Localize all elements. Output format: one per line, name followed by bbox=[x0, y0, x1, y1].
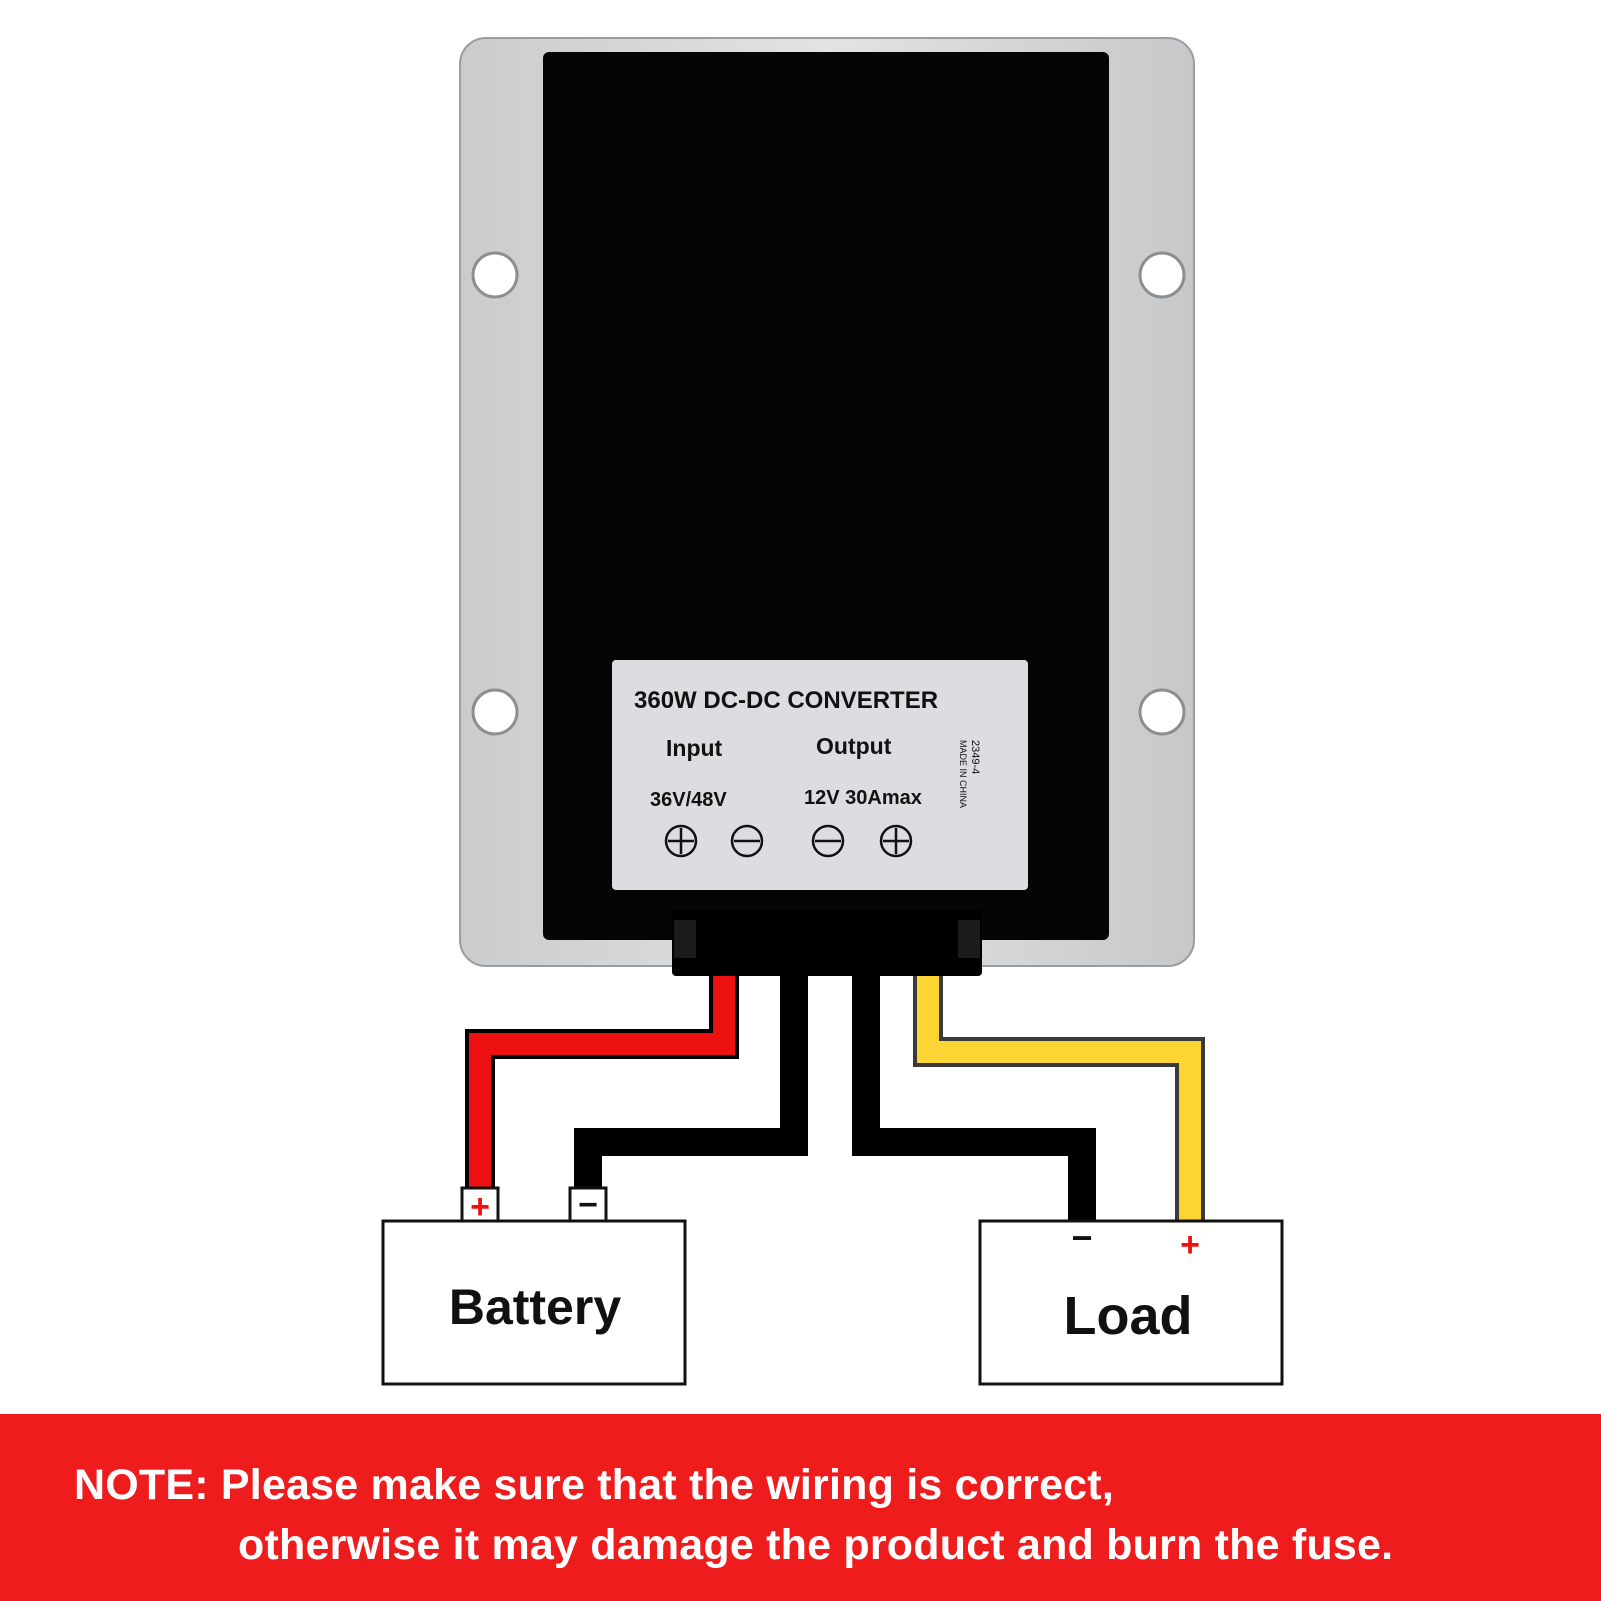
label-plate bbox=[612, 660, 1028, 890]
battery-minus-sign: − bbox=[578, 1186, 598, 1224]
black-wire-input bbox=[574, 976, 808, 1190]
battery-box bbox=[381, 1219, 687, 1386]
yellow-wire bbox=[917, 976, 1201, 1222]
load-plus-sign: + bbox=[1180, 1226, 1200, 1264]
minus-terminal-icon bbox=[811, 824, 845, 858]
wires bbox=[465, 976, 1205, 1222]
minus-terminal-icon bbox=[730, 824, 764, 858]
load: − + Load bbox=[978, 1217, 1284, 1386]
output-rating: 12V 30Amax bbox=[804, 787, 922, 809]
plus-terminal-icon bbox=[879, 824, 913, 858]
mounting-hole-icon bbox=[471, 251, 519, 299]
plus-terminal-icon bbox=[664, 824, 698, 858]
note-banner bbox=[0, 1414, 1601, 1601]
note-line-1: NOTE: Please make sure that the wiring i… bbox=[74, 1461, 1114, 1509]
mounting-hole-icon bbox=[1138, 251, 1186, 299]
battery-plus-sign: + bbox=[470, 1188, 490, 1226]
battery: + − Battery bbox=[381, 1186, 687, 1386]
cable-gland bbox=[672, 910, 982, 976]
mounting-hole-icon bbox=[471, 688, 519, 736]
input-voltage: 36V/48V bbox=[650, 789, 727, 811]
label-title: 360W DC-DC CONVERTER bbox=[634, 687, 938, 714]
load-minus-sign: − bbox=[1071, 1217, 1092, 1258]
red-wire bbox=[469, 976, 735, 1190]
input-label: Input bbox=[666, 735, 723, 761]
battery-minus-post bbox=[568, 1186, 608, 1224]
load-box bbox=[978, 1219, 1284, 1386]
spec-label: 360W DC-DC CONVERTER Input Output 36V/48… bbox=[612, 660, 1028, 890]
yellow-wire bbox=[913, 976, 1205, 1222]
cable-gland-lip bbox=[674, 920, 696, 958]
mounting-hole-icon bbox=[1138, 688, 1186, 736]
black-wire-output bbox=[852, 976, 1096, 1222]
cable-gland-lip bbox=[958, 920, 980, 958]
battery-label: Battery bbox=[449, 1279, 621, 1335]
model-code: 2349-4 bbox=[969, 740, 981, 774]
origin-text: MADE IN CHINA bbox=[958, 740, 968, 808]
note-line-2: otherwise it may damage the product and … bbox=[238, 1521, 1394, 1569]
load-label: Load bbox=[1064, 1286, 1193, 1346]
output-label: Output bbox=[816, 733, 892, 759]
